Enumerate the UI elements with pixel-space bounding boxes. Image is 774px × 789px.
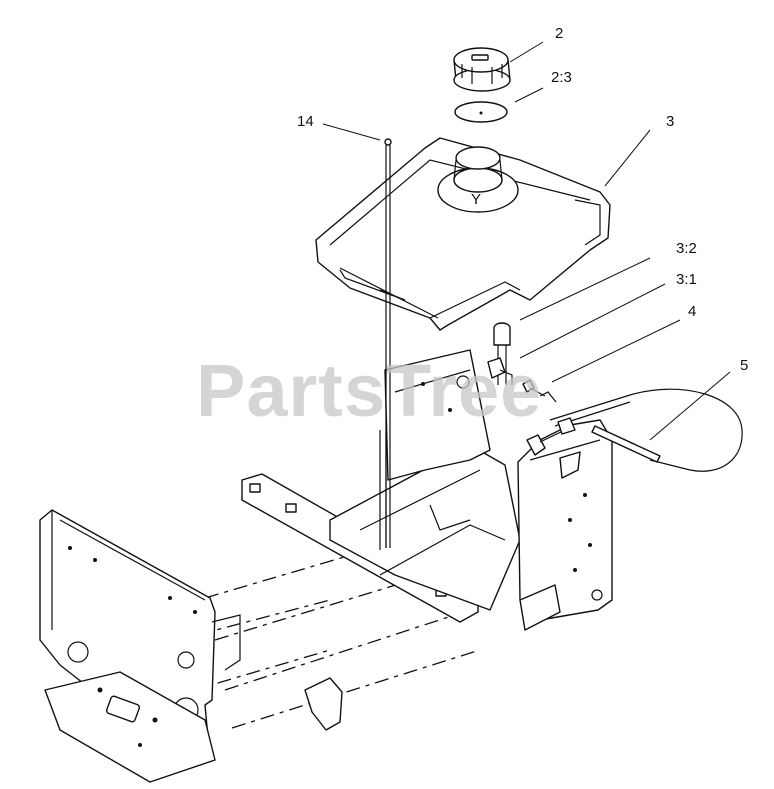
grommet-fitting (487, 322, 513, 385)
fuel-tank (315, 137, 611, 331)
frame-assembly (39, 349, 613, 783)
fuel-hose (526, 388, 743, 472)
tank-marking: Y (471, 191, 481, 208)
callout-3: 3 (666, 113, 674, 130)
callout-3-1: 3:1 (676, 271, 697, 288)
callout-2-3: 2:3 (551, 69, 572, 86)
callout-3-2: 3:2 (676, 240, 697, 257)
callout-14: 14 (297, 113, 314, 130)
callout-4: 4 (688, 303, 696, 320)
leader-lines (322, 41, 731, 441)
hold-down-rod (384, 138, 392, 548)
callout-2: 2 (555, 25, 563, 42)
fuel-cap (453, 47, 511, 92)
clamp (522, 379, 557, 403)
callout-5: 5 (740, 357, 748, 374)
